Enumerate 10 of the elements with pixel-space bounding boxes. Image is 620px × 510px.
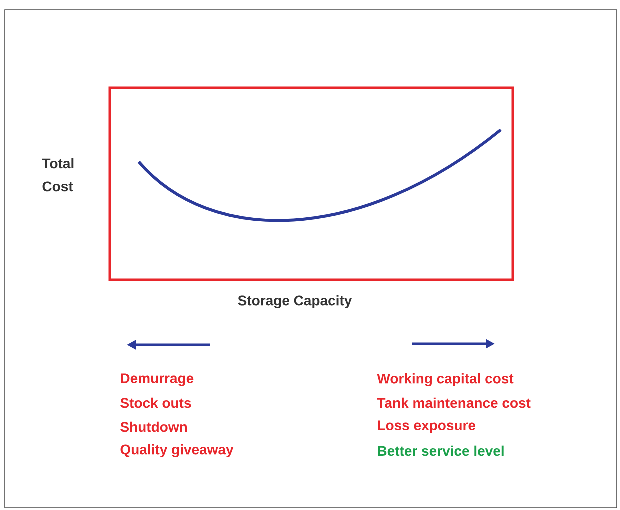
axis-label: Storage Capacity <box>238 295 352 309</box>
list-item: Quality giveaway <box>120 444 234 458</box>
list-item: Tank maintenance cost <box>377 398 531 408</box>
axis-label: Total Cost <box>42 158 74 192</box>
list-item: Working capital cost <box>377 373 514 387</box>
list-item: Better service level <box>378 446 504 456</box>
list-item: Loss exposure <box>378 420 476 434</box>
list-item: Stock outs <box>120 398 192 408</box>
list-item: Shutdown <box>120 422 187 432</box>
list-item: Demurrage <box>121 374 194 386</box>
